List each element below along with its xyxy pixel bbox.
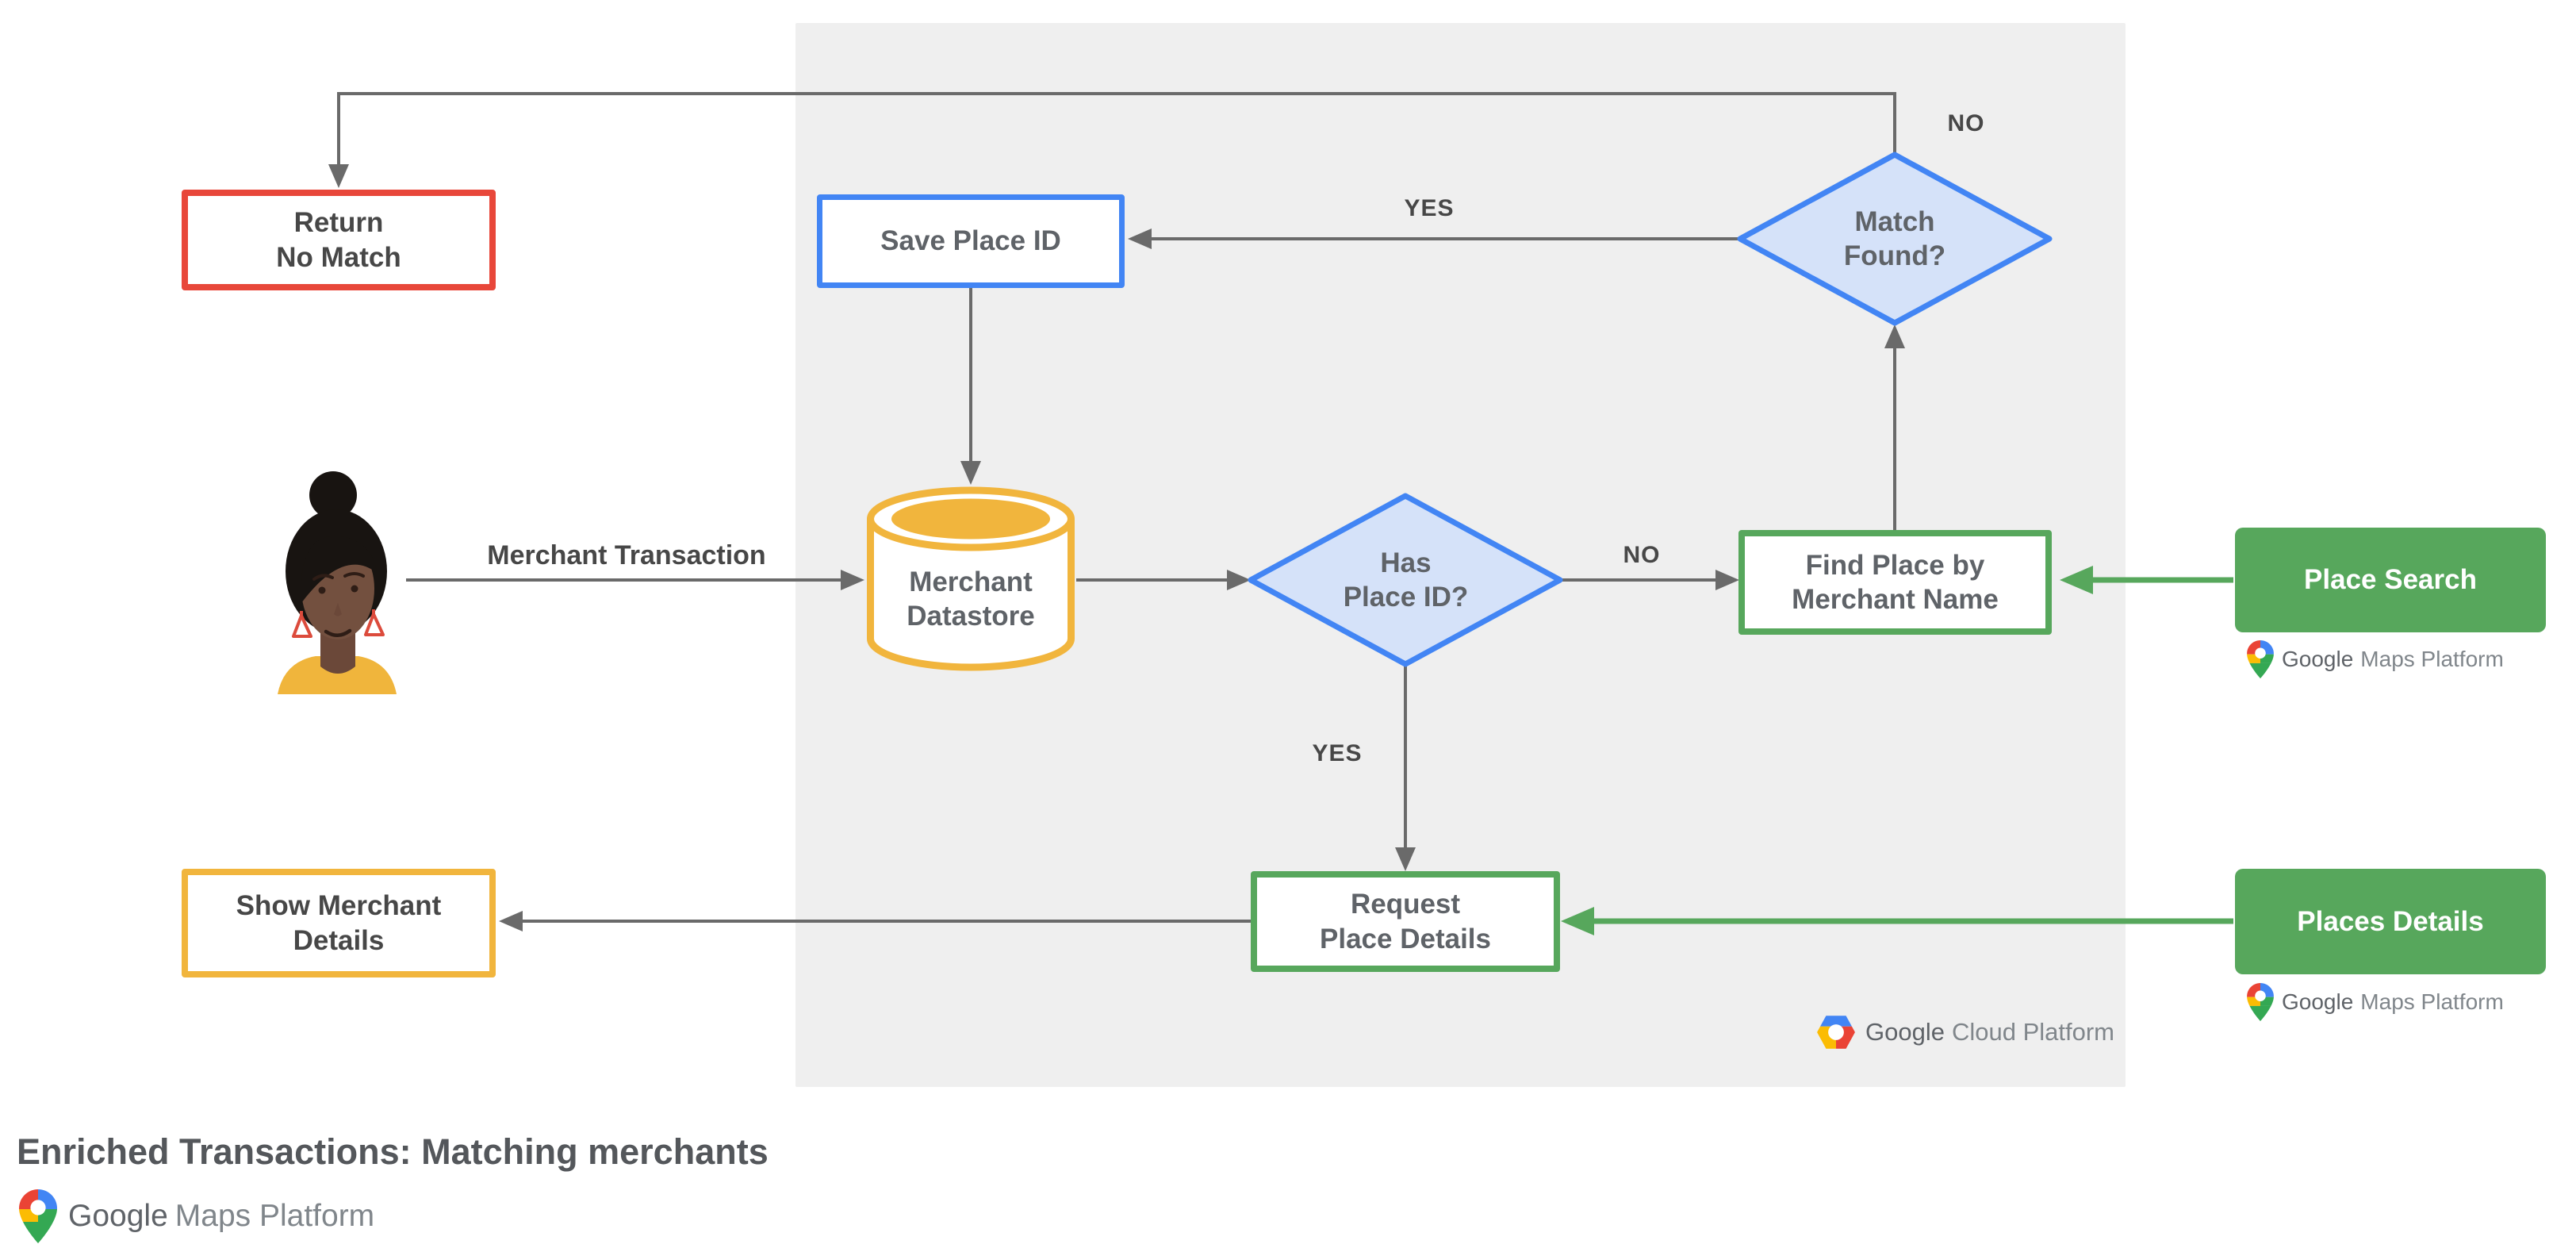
match-found-diamond: [1737, 152, 2053, 326]
arrowhead-green-findplace: [2060, 566, 2093, 594]
arrowhead-up-matchfound: [1884, 325, 1905, 348]
logo-cloud-platform-text: Cloud Platform: [1951, 1018, 2114, 1046]
arrowhead-down-request: [1395, 847, 1416, 871]
arrowhead-down-return: [328, 164, 349, 188]
logo-google-text: Google: [1865, 1018, 1945, 1046]
datastore-cylinder-inner: [891, 498, 1050, 540]
arrowhead-down-datastore: [960, 461, 981, 485]
diagram-title: Enriched Transactions: Matching merchant…: [17, 1131, 769, 1172]
node-save-place-id: Save Place ID: [817, 194, 1125, 288]
node-return-no-match: Return No Match: [182, 190, 496, 290]
google-cloud-platform-logo: Google Cloud Platform: [1816, 1014, 2114, 1050]
logo-google-text: Google: [68, 1199, 168, 1233]
logo-maps-platform-text: Maps Platform: [174, 1199, 375, 1233]
edge-label-yes-has: YES: [1312, 740, 1363, 766]
arrowhead-right-hasplaceid: [1227, 570, 1251, 590]
logo-maps-platform-text: Maps Platform: [2360, 989, 2504, 1014]
google-maps-platform-logo-footer: Google Maps Platform: [19, 1189, 374, 1244]
arrowhead-right-datastore: [841, 570, 864, 590]
has-place-id-diamond: [1248, 493, 1563, 667]
arrowhead-right-findplace: [1715, 570, 1739, 590]
datastore-cylinder-body: [867, 519, 1075, 671]
edge-no-return: [337, 92, 1896, 164]
arrowhead-green-request: [1561, 907, 1594, 935]
node-places-details-api: Places Details: [2235, 869, 2546, 974]
node-show-merchant-details: Show Merchant Details: [182, 869, 496, 977]
google-maps-pin-icon: [19, 1189, 57, 1243]
google-maps-platform-logo-places-details: Google Maps Platform: [2247, 982, 2504, 1022]
google-maps-pin-icon: [2247, 640, 2274, 678]
google-cloud-hexagon-icon: [1816, 1015, 1856, 1050]
node-find-place-by-merchant-name: Find Place by Merchant Name: [1738, 530, 2052, 635]
has-place-id-label: Has Place ID?: [1343, 547, 1469, 613]
logo-google-text: Google: [2282, 989, 2354, 1014]
edge-label-no-has: NO: [1623, 542, 1661, 568]
logo-google-text: Google: [2282, 647, 2354, 671]
edge-label-no-top: NO: [1947, 110, 1985, 136]
edge-label-yes-match: YES: [1404, 195, 1455, 221]
node-request-place-details: Request Place Details: [1251, 871, 1560, 972]
merchant-datastore-label: Merchant Datastore: [907, 566, 1035, 632]
logo-maps-platform-text: Maps Platform: [2360, 647, 2504, 671]
match-found-label: Match Found?: [1843, 205, 1946, 271]
edge-label-merchant-transaction: Merchant Transaction: [487, 540, 766, 570]
node-place-search-api: Place Search: [2235, 528, 2546, 632]
arrowhead-left-save: [1128, 229, 1152, 249]
user-avatar: [270, 468, 404, 694]
google-maps-pin-icon: [2247, 983, 2274, 1021]
arrowhead-left-showmerchant: [499, 911, 523, 931]
google-maps-platform-logo-place-search: Google Maps Platform: [2247, 639, 2504, 679]
